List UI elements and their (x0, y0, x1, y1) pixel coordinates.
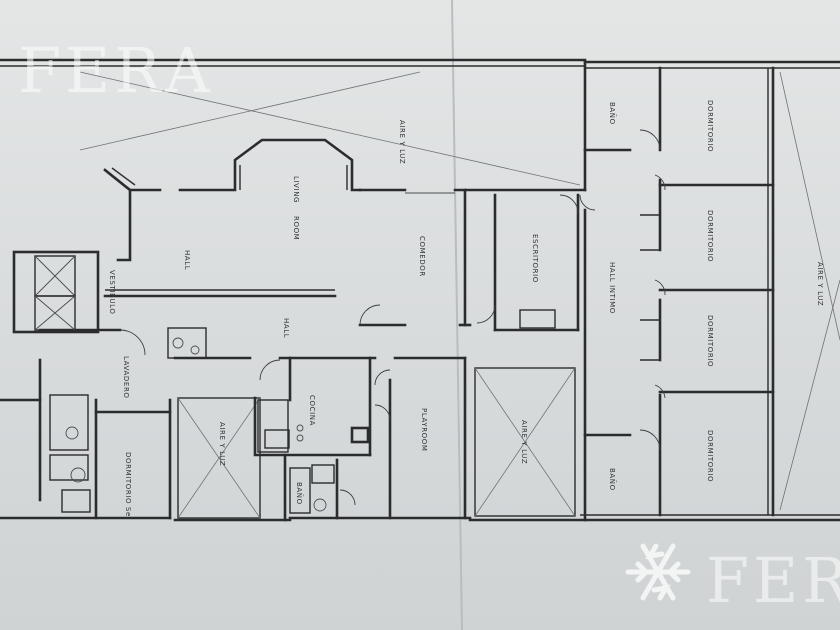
light-well-top (79, 71, 581, 186)
label-lavadero: LAVADERO (122, 356, 130, 399)
label-playroom: PLAYROOM (420, 408, 428, 452)
outer-walls (0, 58, 840, 522)
label-escritorio: ESCRITORIO (531, 234, 539, 283)
label-dormitorio-2: DORMITORIO (706, 210, 714, 262)
bedroom-block-walls (583, 60, 775, 522)
service-area-walls (0, 358, 172, 520)
hall-walls (38, 289, 472, 360)
label-aire-luz-right: AIRE Y LUZ (816, 262, 824, 306)
label-dormitorio-serv: DORMITORIO Se (124, 452, 132, 517)
light-well-left (177, 397, 261, 519)
kitchen-walls (253, 356, 372, 522)
elevator-shaft (12, 250, 100, 334)
label-cocina: COCINA (308, 395, 316, 426)
label-bano-top: BAÑO (608, 102, 617, 125)
label-hall-center: HALL (282, 318, 290, 338)
living-room-walls (103, 138, 587, 262)
door-swings (119, 129, 666, 506)
label-aire-luz-top: AIRE Y LUZ (398, 120, 406, 164)
label-aire-luz-center: AIRE Y LUZ (520, 420, 528, 464)
label-dormitorio-4: DORMITORIO (706, 430, 714, 482)
light-well-right (779, 71, 840, 511)
label-hall-intimo: HALL INTIMO (608, 262, 616, 314)
paper-fold (451, 0, 463, 630)
light-well-center (474, 367, 576, 517)
label-living: LIVING (292, 176, 300, 203)
guest-wc (167, 327, 207, 359)
watermark-bottom: FERA (706, 544, 840, 617)
label-room: ROOM (292, 216, 300, 240)
label-bano-service: BAÑO (295, 482, 304, 505)
label-bano-bottom: BAÑO (608, 468, 617, 491)
label-dormitorio-1: DORMITORIO (706, 100, 714, 152)
label-vestibulo: VESTIBULO (108, 270, 116, 314)
snowflake-logo (625, 543, 691, 601)
label-comedor: COMEDOR (418, 236, 426, 277)
label-hall-left: HALL (183, 250, 191, 270)
watermark-top: FERA (18, 34, 214, 107)
label-dormitorio-3: DORMITORIO (706, 315, 714, 367)
label-aire-luz-left: AIRE Y LUZ (218, 422, 226, 466)
